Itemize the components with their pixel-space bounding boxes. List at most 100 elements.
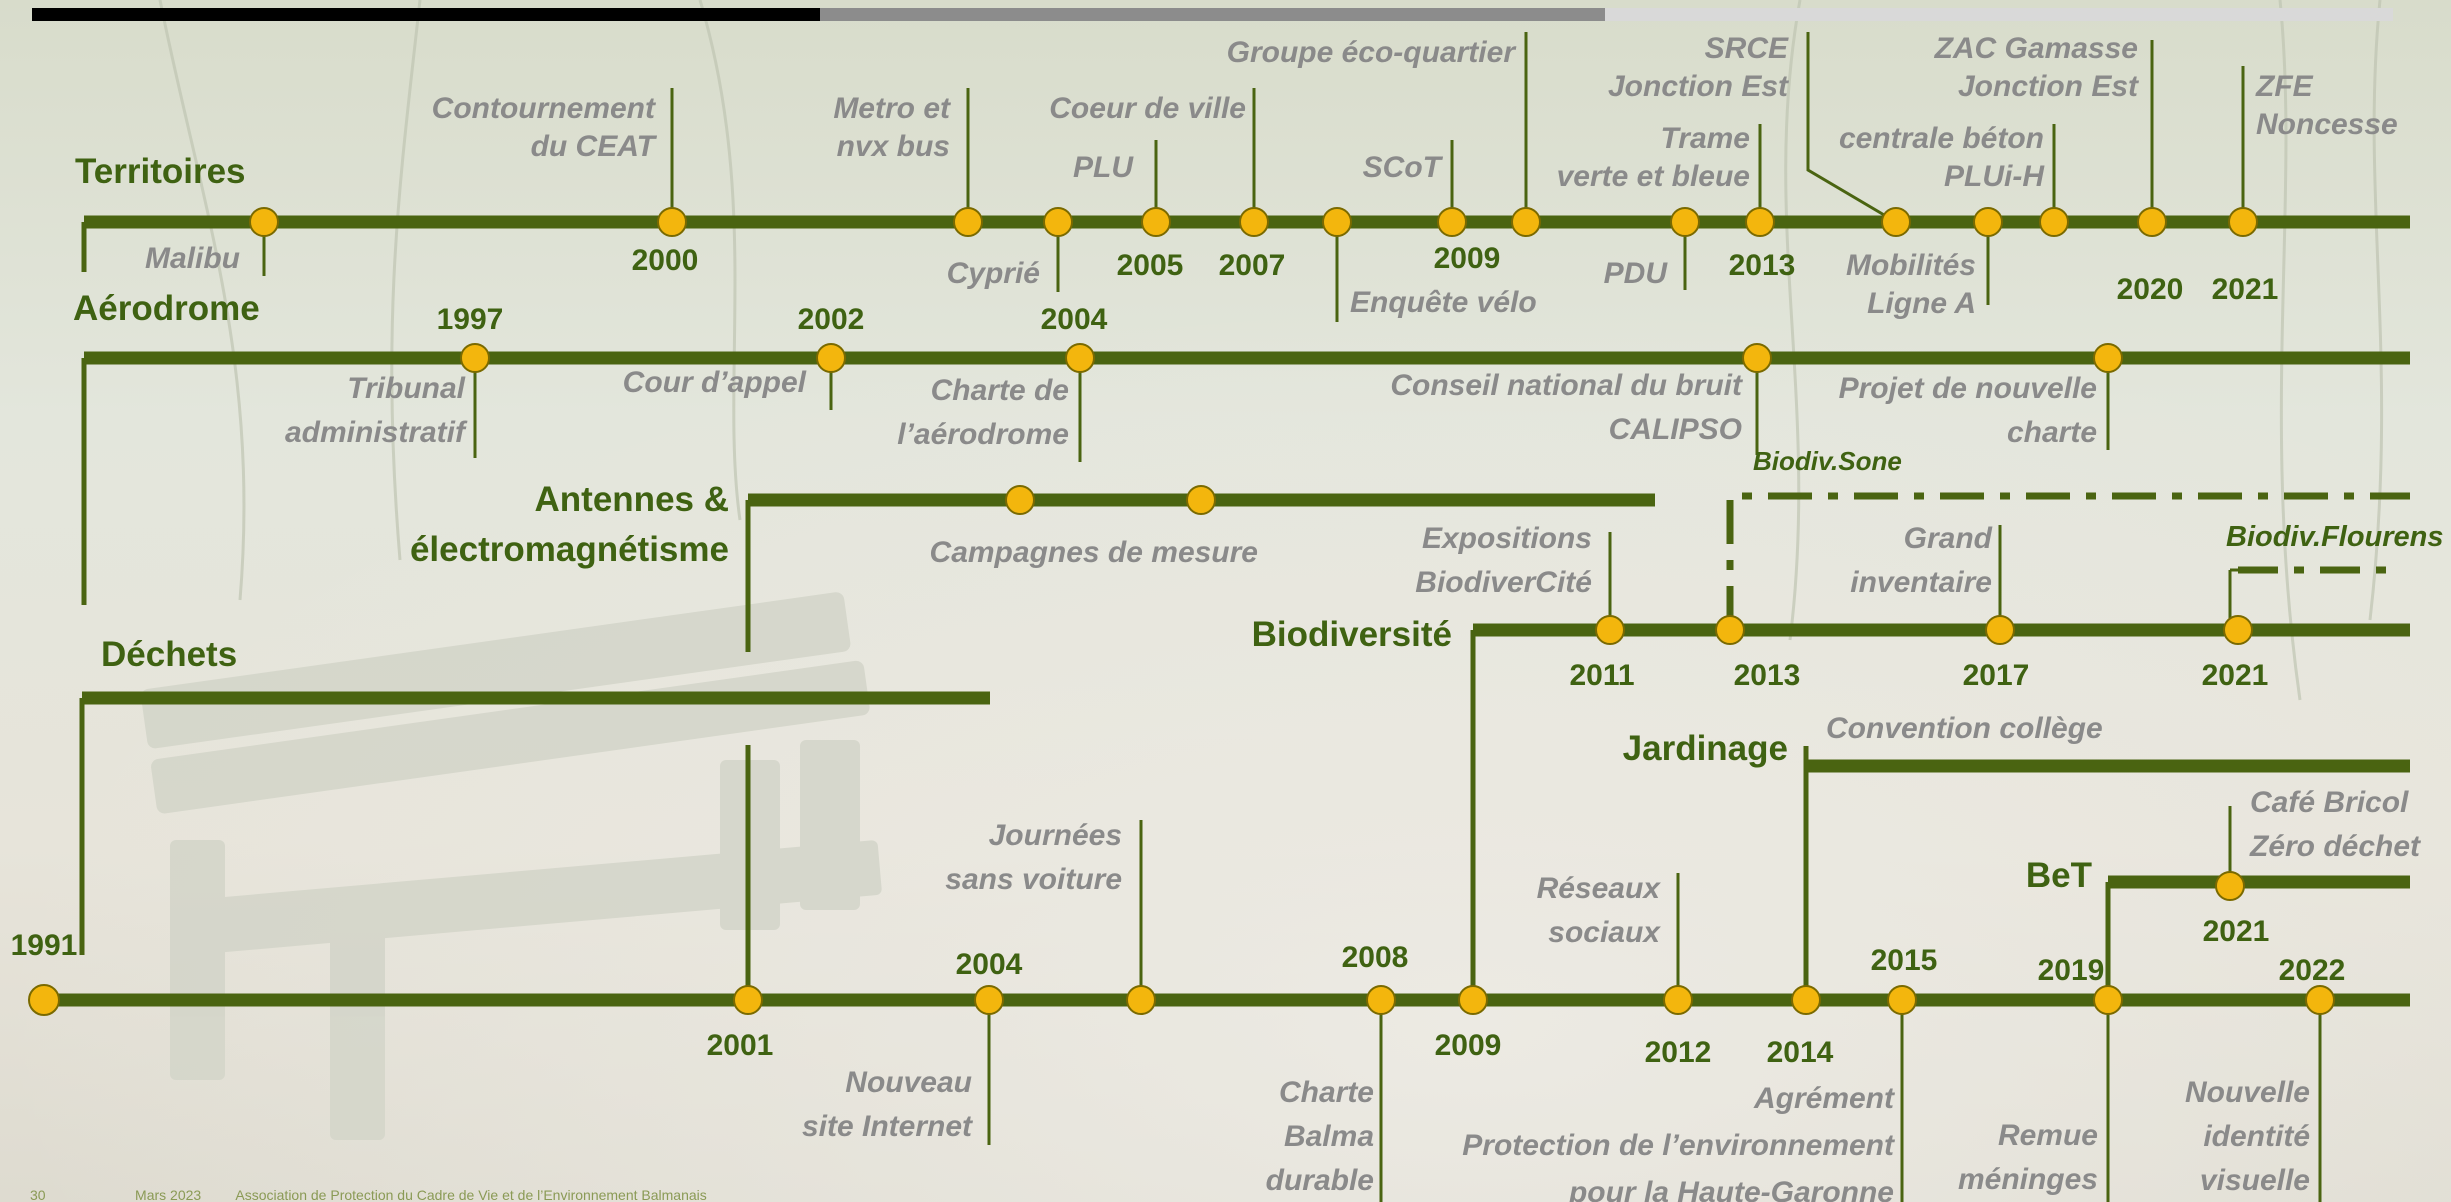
year-label: 2007 — [1219, 249, 1286, 282]
biodiv-sone-label: Biodiv.Sone — [1753, 446, 1902, 476]
dot — [460, 343, 490, 373]
year-label: 2021 — [2202, 659, 2269, 692]
dot — [1141, 207, 1171, 237]
year-label: 2009 — [1434, 242, 1501, 275]
dot — [2093, 985, 2123, 1015]
event-label: Enquête vélo — [1350, 286, 1537, 319]
progress-segment-1 — [32, 8, 820, 21]
year-label: 2009 — [1435, 1029, 1502, 1062]
event-dots — [28, 207, 2335, 1016]
theme-connectors — [79, 222, 2111, 1000]
year-label: 2013 — [1734, 659, 1801, 692]
dot — [2228, 207, 2258, 237]
dot — [1239, 207, 1269, 237]
dot — [1887, 985, 1917, 1015]
dot — [657, 207, 687, 237]
dot — [1458, 985, 1488, 1015]
dot — [2137, 207, 2167, 237]
year-label: 2021 — [2203, 915, 2270, 948]
year-label: 2001 — [707, 1029, 774, 1062]
dot — [1043, 207, 1073, 237]
theme-title: Déchets — [101, 635, 237, 674]
year-label: 2022 — [2279, 954, 2346, 987]
dot — [733, 985, 763, 1015]
progress-segment-2 — [820, 8, 1605, 21]
event-label: SCoT — [1363, 151, 1444, 184]
event-label: Malibu — [145, 242, 240, 275]
footer: 30 Mars 2023 Association de Protection d… — [30, 1187, 707, 1202]
dot — [1437, 207, 1467, 237]
dot — [2215, 871, 2245, 901]
progress-bar — [32, 8, 2393, 21]
event-label: Cyprié — [947, 257, 1040, 290]
year-label: 2017 — [1963, 659, 2030, 692]
year-label: 2002 — [798, 303, 865, 336]
dot — [1005, 485, 1035, 515]
year-label: 2013 — [1729, 249, 1796, 282]
dot — [974, 985, 1004, 1015]
dot — [1881, 207, 1911, 237]
highlight-labels: Biodiv.Sone Biodiv.Flourens — [1753, 446, 2444, 553]
dot — [1511, 207, 1541, 237]
theme-title: Antennes &électromagnétisme — [410, 480, 729, 569]
event-label: PLU — [1073, 151, 1134, 184]
year-label: 1991 — [11, 929, 78, 962]
dot — [1715, 615, 1745, 645]
dot — [2039, 207, 2069, 237]
dot — [1065, 343, 1095, 373]
dot — [2305, 985, 2335, 1015]
dot — [249, 207, 279, 237]
dot — [1186, 485, 1216, 515]
year-label: 2021 — [2212, 273, 2279, 306]
dot — [1595, 615, 1625, 645]
event-label: Groupe éco-quartier — [1227, 36, 1518, 69]
theme-titles: Territoires Aérodrome Antennes &électrom… — [73, 152, 2092, 895]
dot — [28, 984, 60, 1016]
dot — [1663, 985, 1693, 1015]
theme-title: Biodiversité — [1252, 615, 1452, 654]
year-labels: 1991 1997 2000 2001 2002 2004 2004 2005 … — [11, 242, 2346, 1069]
dashed-extensions — [1726, 492, 2410, 630]
year-label: 1997 — [437, 303, 504, 336]
dot — [2223, 615, 2253, 645]
progress-segment-3 — [1605, 8, 2393, 21]
year-label: 2014 — [1767, 1036, 1834, 1069]
dot — [1985, 615, 2015, 645]
event-label: Cour d’appel — [623, 366, 807, 399]
dot — [953, 207, 983, 237]
year-label: 2020 — [2117, 273, 2184, 306]
theme-title: Jardinage — [1623, 729, 1788, 768]
year-label: 2008 — [1342, 941, 1409, 974]
year-label: 2004 — [1041, 303, 1108, 336]
year-label: 2000 — [632, 244, 699, 277]
theme-title: Territoires — [75, 152, 246, 191]
event-label: Campagnes de mesure — [930, 536, 1258, 569]
year-label: 2004 — [956, 948, 1023, 981]
year-label: 2005 — [1117, 249, 1184, 282]
event-label: Coeur de ville — [1049, 92, 1246, 125]
dot — [2093, 343, 2123, 373]
theme-title: BeT — [2026, 856, 2092, 895]
dot — [1126, 985, 1156, 1015]
